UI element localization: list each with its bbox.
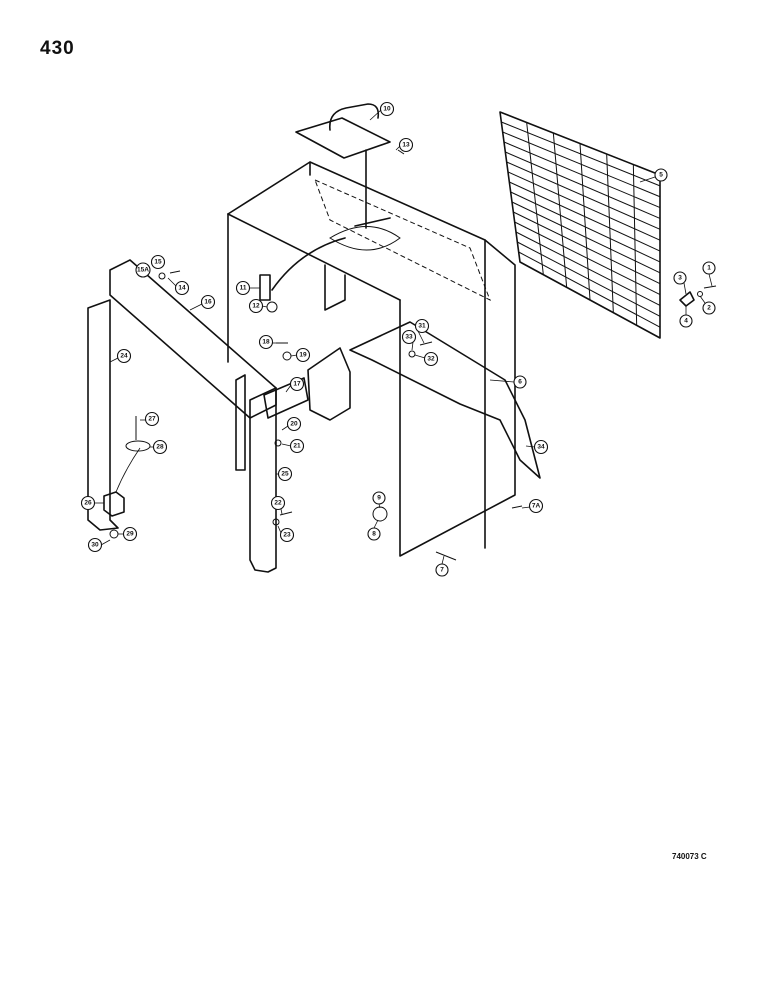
callout-10: 10 (379, 101, 395, 117)
callout-13: 13 (398, 137, 414, 153)
callout-7: 7 (435, 563, 449, 577)
svg-text:32: 32 (427, 356, 435, 363)
svg-text:27: 27 (148, 416, 156, 423)
svg-text:22: 22 (274, 500, 282, 507)
callout-19: 19 (295, 347, 311, 363)
svg-text:28: 28 (156, 444, 164, 451)
callout-3: 3 (673, 271, 687, 285)
svg-text:11: 11 (240, 285, 247, 292)
callout-16: 16 (200, 294, 216, 310)
svg-text:15A: 15A (137, 267, 149, 274)
callout-34: 34 (533, 439, 549, 455)
callout-12: 12 (248, 298, 264, 314)
callout-18: 18 (258, 334, 274, 350)
svg-text:30: 30 (91, 542, 99, 549)
callout-1: 1 (702, 261, 716, 275)
callout-31: 31 (414, 318, 430, 334)
svg-text:26: 26 (84, 500, 92, 507)
svg-text:2: 2 (707, 305, 711, 312)
callout-32: 32 (423, 351, 439, 367)
svg-text:7A: 7A (532, 503, 541, 510)
callout-14: 14 (174, 280, 190, 296)
svg-text:6: 6 (518, 379, 522, 386)
callouts: 1 2 3 4 5 6 7 7A 8 9 10 11 12 13 14 15 1… (80, 101, 716, 577)
hardware (103, 270, 717, 561)
svg-text:7: 7 (440, 567, 444, 574)
callout-25: 25 (277, 466, 293, 482)
callout-2: 2 (702, 301, 716, 315)
callout-11: 11 (235, 280, 251, 296)
callout-30: 30 (87, 537, 103, 553)
svg-text:33: 33 (405, 334, 413, 341)
front-frame (87, 259, 277, 573)
svg-text:19: 19 (299, 352, 307, 359)
callout-17: 17 (289, 376, 305, 392)
callout-7a: 7A (528, 498, 544, 514)
grille-bar (552, 132, 568, 288)
grille-bar (526, 122, 544, 275)
callout-8: 8 (367, 527, 381, 541)
svg-text:4: 4 (684, 318, 688, 325)
drawing-code: 740073 C (672, 852, 707, 861)
svg-text:9: 9 (377, 495, 381, 502)
svg-text:29: 29 (126, 531, 134, 538)
svg-text:15: 15 (154, 259, 162, 266)
callout-21: 21 (289, 438, 305, 454)
detail-arrow (271, 237, 346, 291)
callout-20: 20 (286, 416, 302, 432)
svg-text:24: 24 (120, 353, 128, 360)
svg-text:1: 1 (707, 265, 711, 272)
callout-22: 22 (270, 495, 286, 511)
svg-text:10: 10 (383, 106, 391, 113)
svg-text:14: 14 (178, 285, 186, 292)
cover-plate (295, 103, 405, 229)
callout-24: 24 (116, 348, 132, 364)
hood (227, 161, 541, 557)
grille-bar (632, 164, 638, 326)
grille-bar (606, 153, 614, 313)
svg-text:17: 17 (293, 381, 301, 388)
svg-text:31: 31 (418, 323, 426, 330)
svg-text:16: 16 (204, 299, 212, 306)
svg-text:12: 12 (252, 303, 260, 310)
svg-text:20: 20 (290, 421, 298, 428)
svg-text:13: 13 (402, 142, 410, 149)
svg-text:21: 21 (293, 443, 301, 450)
callout-23: 23 (279, 527, 295, 543)
svg-text:25: 25 (281, 471, 289, 478)
svg-text:5: 5 (659, 172, 663, 179)
svg-text:8: 8 (372, 531, 376, 538)
svg-text:18: 18 (262, 339, 270, 346)
svg-text:34: 34 (537, 444, 545, 451)
callout-4: 4 (679, 314, 693, 328)
callout-29: 29 (122, 526, 138, 542)
page-number: 430 (40, 38, 75, 59)
callout-28: 28 (152, 439, 168, 455)
callout-9: 9 (372, 491, 386, 505)
svg-text:3: 3 (678, 275, 682, 282)
callout-33: 33 (401, 329, 417, 345)
grille-bar (579, 143, 591, 301)
callout-15a: 15A (135, 262, 151, 278)
callout-26: 26 (80, 495, 96, 511)
leader-lines (94, 109, 713, 565)
grille (499, 111, 661, 339)
callout-15: 15 (150, 254, 166, 270)
svg-text:23: 23 (283, 532, 291, 539)
callout-5: 5 (654, 168, 668, 182)
callout-6: 6 (513, 375, 527, 389)
callout-27: 27 (144, 411, 160, 427)
